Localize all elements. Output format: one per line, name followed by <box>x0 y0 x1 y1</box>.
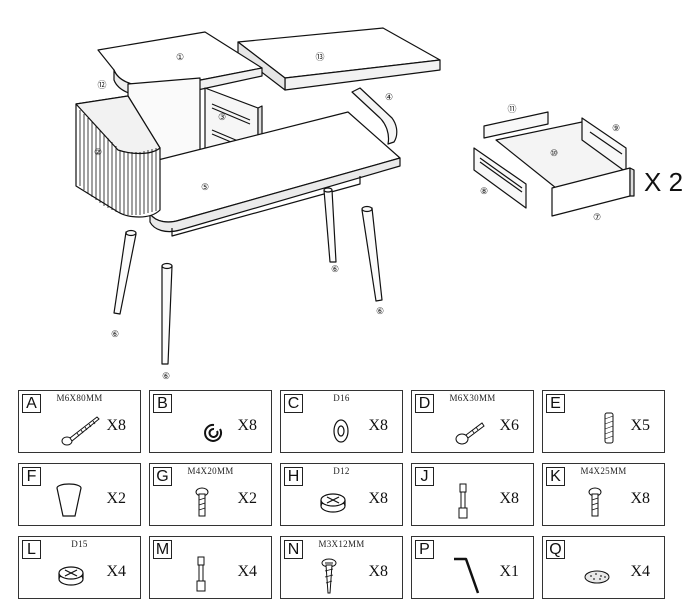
callout-9: ⑨ <box>612 124 620 134</box>
callout-6c: ⑥ <box>331 265 339 275</box>
hardware-cell-n: N M3X12MM X8 <box>280 536 403 599</box>
hardware-spec: D12 <box>333 466 350 476</box>
drawer-back-11 <box>483 111 549 139</box>
callout-11: ⑪ <box>507 104 516 115</box>
hardware-qty: X2 <box>237 490 257 507</box>
callout-10: ⑩ <box>550 149 558 159</box>
callout-8: ⑧ <box>480 187 488 197</box>
hardware-spec: D16 <box>333 393 350 403</box>
callout-4: ④ <box>385 93 393 103</box>
side-support-4 <box>351 87 398 145</box>
hardware-qty: X8 <box>106 417 126 434</box>
callout-labels: ① ② ③ ④ ⑤ ⑥ ⑥ ⑥ ⑥ ⑦ ⑧ ⑨ ⑩ ⑪ ⑫ ⑬ X 2 <box>94 52 683 382</box>
hardware-cell-m: M X4 <box>149 536 272 599</box>
drawer-multiplier: X 2 <box>644 167 683 197</box>
callout-1: ① <box>176 53 184 63</box>
fluted-cabinet-2 <box>75 95 161 218</box>
hardware-cell-g: G M4X20MM X2 <box>149 463 272 526</box>
hardware-letter: L <box>22 540 41 559</box>
hardware-letter: K <box>546 467 565 486</box>
callout-13: ⑬ <box>315 52 324 63</box>
hardware-cell-d: D M6X30MM X6 <box>411 390 534 453</box>
hardware-spec: M6X80MM <box>56 393 103 403</box>
hardware-cell-b: B X8 <box>149 390 272 453</box>
drawer-assembly <box>473 111 635 217</box>
hardware-qty: X8 <box>499 490 519 507</box>
callout-7: ⑦ <box>593 213 601 223</box>
hardware-letter: M <box>153 540 172 559</box>
hardware-spec: D15 <box>71 539 88 549</box>
hardware-qty: X5 <box>630 417 650 434</box>
hardware-letter: F <box>22 467 41 486</box>
callout-6a: ⑥ <box>111 330 119 340</box>
hardware-cell-a: A M6X80MM X8 <box>18 390 141 453</box>
hardware-qty: X8 <box>630 490 650 507</box>
callout-6b: ⑥ <box>162 372 170 382</box>
hardware-spec: M4X25MM <box>580 466 627 476</box>
hardware-qty: X2 <box>106 490 126 507</box>
hardware-letter: E <box>546 394 565 413</box>
hardware-letter: N <box>284 540 303 559</box>
hardware-qty: X8 <box>368 417 388 434</box>
exploded-assembly-diagram: ① ② ③ ④ ⑤ ⑥ ⑥ ⑥ ⑥ ⑦ ⑧ ⑨ ⑩ ⑪ ⑫ ⑬ X 2 <box>75 27 683 382</box>
hardware-letter: J <box>415 467 434 486</box>
hardware-letter: D <box>415 394 434 413</box>
hardware-cell-q: Q X4 <box>542 536 665 599</box>
hardware-spec: M4X20MM <box>187 466 234 476</box>
callout-5: ⑤ <box>201 183 209 193</box>
callout-3: ③ <box>218 113 226 123</box>
hardware-qty: X8 <box>368 490 388 507</box>
callout-6d: ⑥ <box>376 307 384 317</box>
hardware-cell-e: E X5 <box>542 390 665 453</box>
hardware-qty: X4 <box>630 563 650 580</box>
hardware-cell-f: F X2 <box>18 463 141 526</box>
desk-surface-5 <box>149 111 401 237</box>
hardware-letter: H <box>284 467 303 486</box>
hardware-cell-j: J X8 <box>411 463 534 526</box>
callout-2: ② <box>94 148 102 158</box>
hardware-letter: G <box>153 467 172 486</box>
hardware-letter: A <box>22 394 41 413</box>
hardware-qty: X4 <box>237 563 257 580</box>
hardware-qty: X8 <box>237 417 257 434</box>
hardware-letter: Q <box>546 540 565 559</box>
top-panel-13 <box>237 27 441 91</box>
hardware-cell-k: K M4X25MM X8 <box>542 463 665 526</box>
hardware-qty: X4 <box>106 563 126 580</box>
hardware-qty: X6 <box>499 417 519 434</box>
hardware-letter: C <box>284 394 303 413</box>
hardware-spec: M6X30MM <box>449 393 496 403</box>
legs-6 <box>113 187 383 365</box>
hardware-letter: P <box>415 540 434 559</box>
hardware-spec: M3X12MM <box>318 539 365 549</box>
callout-12: ⑫ <box>97 80 106 91</box>
hardware-qty: X8 <box>368 563 388 580</box>
hardware-qty: X1 <box>499 563 519 580</box>
hardware-letter: B <box>153 394 172 413</box>
hardware-cell-p: P X1 <box>411 536 534 599</box>
